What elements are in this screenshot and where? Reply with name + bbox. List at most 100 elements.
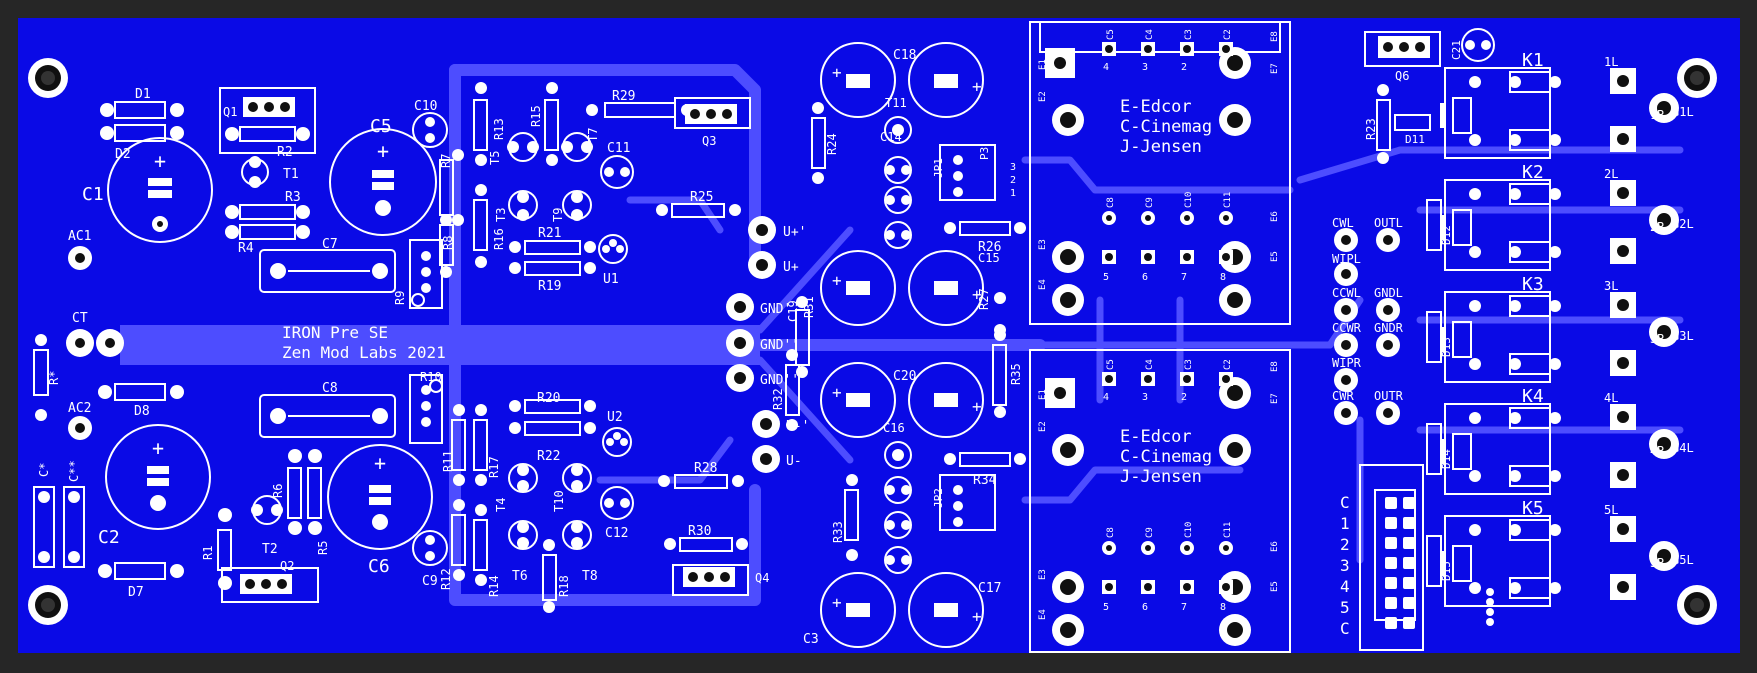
label-t1: T1 [283, 167, 299, 182]
xfmr-bottom-pin-num-top: 2 [1181, 392, 1187, 403]
xfmr-top-pin-c5: C5 [1106, 29, 1116, 40]
svg-text:+: + [972, 77, 982, 96]
xfmr-bottom-end-left: E1 [1038, 389, 1048, 400]
transformer-bottom: C54C85C43C96C32C107C21C118E1E8E2E7E3E6E4… [1029, 349, 1291, 653]
label-uplus2: U+' [783, 225, 806, 240]
xfmr-bottom-end-right: E6 [1270, 541, 1280, 552]
label-c11: C11 [607, 141, 630, 156]
label-r25: R25 [690, 190, 713, 205]
ctrl-gndl: GNDL [1374, 286, 1403, 300]
relay-out-r5out: 5R [1650, 556, 1665, 570]
label-r31: R31 [802, 296, 816, 318]
label-r28: R28 [694, 461, 717, 476]
label-q6: Q6 [1395, 69, 1409, 83]
label-c5: C5 [370, 116, 392, 137]
xfmr-top-pin-num-top: 2 [1181, 62, 1187, 73]
xfmr-bottom-end-right: E5 [1270, 581, 1280, 592]
xfmr-bottom-pin-num-bot: 8 [1220, 602, 1226, 613]
xfmr-top-pin-c4: C4 [1145, 29, 1155, 40]
label-d11: D11 [1405, 133, 1425, 146]
label-u1: U1 [603, 272, 619, 287]
label-gnd2: GND'' [760, 338, 799, 353]
svg-text:+: + [832, 271, 842, 290]
label-d12: D12 [1440, 225, 1453, 245]
label-t8: T8 [582, 569, 598, 584]
label-r7: R7 [439, 154, 453, 168]
xfmr-bottom-pin-num-top: 4 [1103, 392, 1109, 403]
label-p3: P3 [978, 147, 991, 160]
label-t3: T3 [494, 208, 508, 222]
label-gnd1: GND' [760, 302, 791, 317]
xfmr-top-pin-num-bot: 5 [1103, 272, 1109, 283]
label-c3: C3 [803, 632, 819, 647]
xfmr-bottom-pin-num-bot: 7 [1181, 602, 1187, 613]
svg-text:+: + [377, 139, 389, 163]
xfmr-top-line2: C-Cinemag [1120, 117, 1212, 137]
label-r11: R11 [441, 450, 455, 472]
relay-out-l3: 3L [1604, 279, 1618, 293]
label-r34: R34 [973, 473, 997, 488]
label-r1: R1 [201, 546, 215, 560]
label-c18: C18 [893, 48, 916, 63]
label-r32: R32 [771, 388, 785, 410]
xfmr-top-pin-c11: C11 [1223, 192, 1233, 208]
xfmr-top-pin-num-top: 3 [1142, 62, 1148, 73]
label-d14: D14 [1440, 449, 1453, 469]
svg-text:+: + [972, 397, 982, 416]
xfmr-top-pin-num-bot: 7 [1181, 272, 1187, 283]
label-c9: C9 [422, 574, 438, 589]
xfmr-top-end-right: E8 [1270, 31, 1280, 42]
ctrl-cwl: CWL [1332, 216, 1354, 230]
relay-label-k3: K3 [1522, 274, 1544, 295]
xfmr-bottom-line1: E-Edcor [1120, 427, 1192, 447]
relay-ground-g3l: G3L [1672, 329, 1694, 343]
label-c8: C8 [322, 381, 338, 396]
label-jp1: JP1 [932, 158, 945, 178]
label-r3: R3 [285, 190, 301, 205]
label-t7: T7 [586, 128, 600, 142]
transformer-top: C54C85C43C96C32C107C21C118E1E8E2E7E3E6E4… [1029, 21, 1291, 325]
label-jp-1: 1 [1010, 188, 1016, 199]
label-r13: R13 [492, 118, 506, 140]
xfmr-top-pin-num-top: 1 [1220, 62, 1226, 73]
xfmr-top-end-left: E1 [1038, 59, 1048, 70]
regulator-section: C10 R7 R13 R15 R29 Q3 T5 T7 C11 T3 R16 T… [393, 82, 769, 613]
relay-label-k5: K5 [1522, 498, 1544, 519]
label-r24: R24 [825, 133, 839, 155]
relay-ground-g1l: G1L [1672, 105, 1694, 119]
xfmr-top-pin-num-bot: 8 [1220, 272, 1226, 283]
xfmr-top-end-left: E2 [1038, 91, 1048, 102]
board-title: IRON Pre SE [282, 323, 388, 342]
xfmr-bottom-line3: J-Jensen [1120, 467, 1202, 487]
label-r10: R10 [420, 370, 442, 384]
ctrl-gndr: GNDR [1374, 321, 1404, 335]
label-gnd3: GND''' [760, 373, 807, 388]
xfmr-bottom-end-left: E3 [1038, 569, 1048, 580]
label-r20: R20 [537, 391, 560, 406]
label-t10: T10 [552, 490, 566, 512]
label-jp-2: 2 [1010, 175, 1016, 186]
xfmr-bottom-pin-c4: C4 [1145, 359, 1155, 370]
label-c6: C6 [368, 556, 390, 577]
label-r26: R26 [978, 240, 1001, 255]
label-r21: R21 [538, 226, 561, 241]
hdr-label-3: 3 [1340, 556, 1350, 575]
svg-text:+: + [374, 451, 386, 475]
xfmr-top-pin-num-top: 4 [1103, 62, 1109, 73]
label-r23: R23 [1364, 118, 1378, 140]
xfmr-top-end-left: E4 [1038, 279, 1048, 290]
label-jp2: JP2 [932, 488, 945, 508]
label-c16: C16 [883, 421, 905, 435]
label-cstar2: C** [67, 460, 81, 482]
label-c10: C10 [414, 99, 437, 114]
board-subtitle: Zen Mod Labs 2021 [282, 343, 446, 362]
ctrl-cwr: CWR [1332, 389, 1354, 403]
ctrl-ccwl: CCWL [1332, 286, 1361, 300]
label-r9: R9 [393, 291, 407, 305]
label-q1: Q1 [223, 105, 237, 119]
hdr-label-1: 1 [1340, 514, 1350, 533]
relay-out-l4: 4L [1604, 391, 1618, 405]
